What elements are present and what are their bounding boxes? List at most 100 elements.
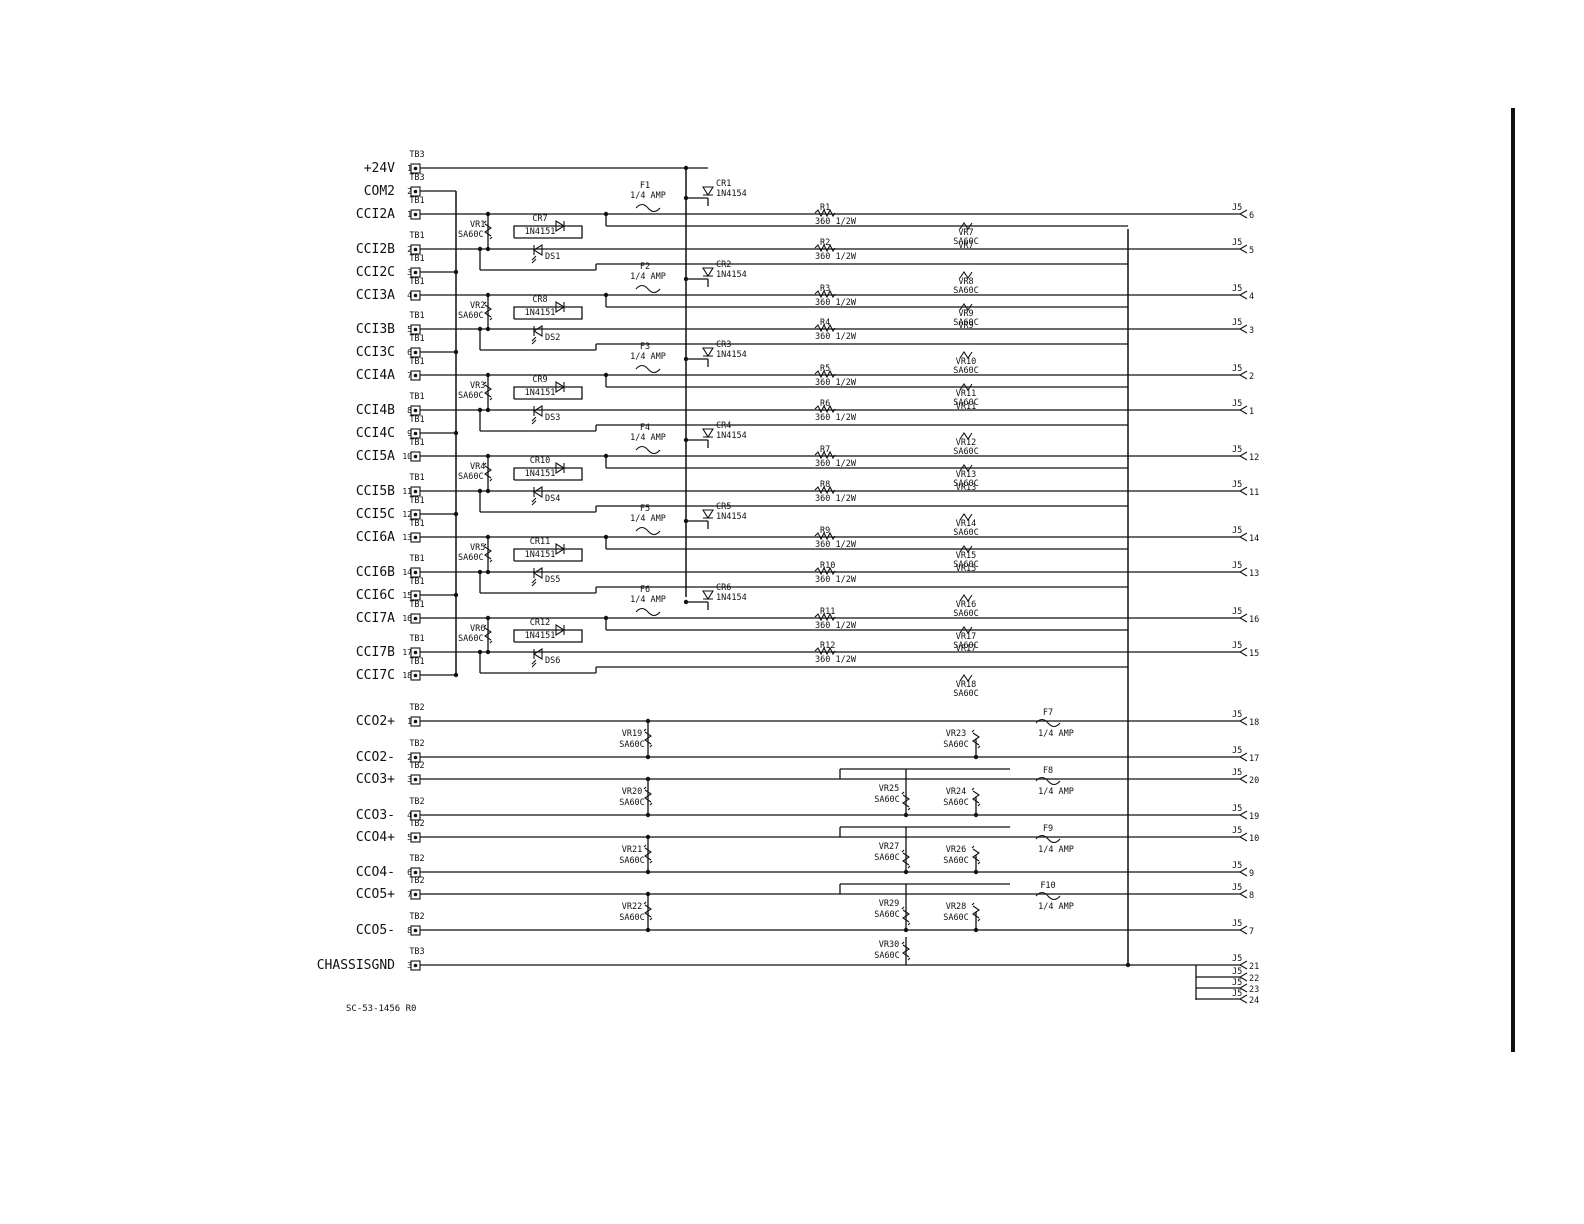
- terminal-label: CCI7A: [356, 611, 395, 626]
- led-symbol: [531, 648, 543, 668]
- terminal-screw: [410, 810, 421, 821]
- terminal-block-label: TB1: [409, 277, 424, 287]
- j5-connector-label: J5: [1232, 746, 1242, 756]
- suppressor-designator: VR12: [956, 438, 976, 448]
- suppressor-designator: VR7: [958, 228, 973, 238]
- terminal-screw: [410, 532, 421, 543]
- led-symbol: [531, 325, 543, 345]
- diode-part-number: 1N4151: [525, 631, 556, 641]
- resistor-designator: R6: [820, 399, 830, 409]
- terminal-block-label: TB1: [409, 254, 424, 264]
- suppressor-designator: VR5: [470, 543, 485, 553]
- suppressor-part-number: SA60C: [619, 740, 645, 750]
- suppressor-part-number: SA60C: [874, 795, 900, 805]
- diode-designator: CR7: [532, 214, 547, 224]
- terminal-block-label: TB2: [409, 912, 424, 922]
- resistor-designator: R7: [820, 445, 830, 455]
- terminal-screw: [410, 752, 421, 763]
- suppressor-part-number: SA60C: [953, 641, 979, 651]
- diode-part-number: 1N4154: [716, 189, 747, 199]
- suppressor-designator: VR13: [956, 470, 976, 480]
- page-edge-bar: [1511, 108, 1515, 1052]
- junction-dot: [485, 453, 491, 459]
- tvs-suppressor-symbol: [959, 383, 973, 391]
- terminal-screw: [410, 428, 421, 439]
- suppressor-designator: VR1: [470, 220, 485, 230]
- terminal-screw: [410, 509, 421, 520]
- terminal-label: CCI3C: [356, 345, 395, 360]
- terminal-screw-center: [413, 870, 418, 875]
- suppressor-part-number: SA60C: [619, 856, 645, 866]
- tvs-suppressor-symbol: [643, 901, 653, 921]
- j5-pin-number: 5: [1249, 246, 1254, 256]
- suppressor-part-number: SA60C: [953, 366, 979, 376]
- resistor-value: 360 1/2W: [815, 332, 857, 342]
- fuse-designator: F2: [640, 262, 650, 272]
- fuse-rating: 1/4 AMP: [1038, 902, 1074, 912]
- j5-pin-chevron: [1238, 567, 1248, 577]
- terminal-screw: [410, 716, 421, 727]
- terminal-screw-center: [413, 813, 418, 818]
- suppressor-part-number: SA60C: [943, 740, 969, 750]
- j5-pin-chevron: [1238, 451, 1248, 461]
- j5-connector-label: J5: [1232, 768, 1242, 778]
- terminal-pin-number: 9: [407, 429, 412, 438]
- terminal-pin-number: 6: [407, 348, 412, 357]
- j5-pin-chevron: [1238, 532, 1248, 542]
- junction-dot: [603, 372, 609, 378]
- terminal-screw-center: [413, 293, 418, 298]
- terminal-screw-center: [413, 535, 418, 540]
- terminal-screw-center: [413, 570, 418, 575]
- terminal-screw: [410, 567, 421, 578]
- fuse-symbol: [635, 607, 661, 617]
- junction-dot: [485, 407, 491, 413]
- terminal-screw-center: [413, 270, 418, 275]
- suppressor-designator: VR26: [946, 845, 966, 855]
- terminal-label: CCI2C: [356, 265, 395, 280]
- led-designator: DS4: [545, 494, 560, 504]
- junction-dot: [485, 292, 491, 298]
- resistor-designator: R5: [820, 364, 830, 374]
- j5-pin-chevron: [1238, 832, 1248, 842]
- terminal-pin-number: 5: [407, 325, 412, 334]
- drawing-number: SC-53-1456 R0: [346, 1004, 416, 1014]
- suppressor-part-number: SA60C: [953, 398, 979, 408]
- tvs-suppressor-symbol: [959, 303, 973, 311]
- j5-connector-label: J5: [1232, 883, 1242, 893]
- resistor-value: 360 1/2W: [815, 413, 857, 423]
- tvs-suppressor-symbol: [901, 791, 911, 811]
- junction-dot: [485, 569, 491, 575]
- j5-pin-chevron: [1238, 716, 1248, 726]
- fuse-symbol: [635, 284, 661, 294]
- resistor-symbol: [814, 450, 836, 460]
- resistor-designator: R11: [820, 607, 835, 617]
- fuse-symbol: [635, 203, 661, 213]
- suppressor-designator: VR23: [946, 729, 966, 739]
- junction-dot: [453, 430, 459, 436]
- suppressor-part-number: SA60C: [874, 853, 900, 863]
- led-symbol: [531, 244, 543, 264]
- j5-pin-number: 7: [1249, 927, 1254, 937]
- j5-pin-number: 17: [1249, 754, 1259, 764]
- junction-dot: [645, 927, 651, 933]
- diode-designator: CR2: [716, 260, 731, 270]
- j5-pin-chevron: [1238, 290, 1248, 300]
- junction-dot: [683, 518, 689, 524]
- terminal-screw: [410, 244, 421, 255]
- j5-pin-number: 18: [1249, 718, 1259, 728]
- suppressor-part-number: SA60C: [458, 553, 484, 563]
- terminal-screw-center: [413, 189, 418, 194]
- resistor-symbol: [814, 485, 836, 495]
- junction-dot: [973, 754, 979, 760]
- terminal-label: CCO3-: [356, 808, 395, 823]
- tvs-suppressor-symbol: [959, 432, 973, 440]
- suppressor-designator: VR19: [622, 729, 642, 739]
- tvs-suppressor-symbol: [483, 301, 493, 321]
- j5-pin-number: 2: [1249, 372, 1254, 382]
- diode-part-number: 1N4154: [716, 512, 747, 522]
- j5-connector-label: J5: [1232, 826, 1242, 836]
- terminal-pin-number: 12: [402, 510, 412, 519]
- j5-connector-label: J5: [1232, 989, 1242, 999]
- terminal-screw: [410, 774, 421, 785]
- suppressor-part-number: SA60C: [458, 311, 484, 321]
